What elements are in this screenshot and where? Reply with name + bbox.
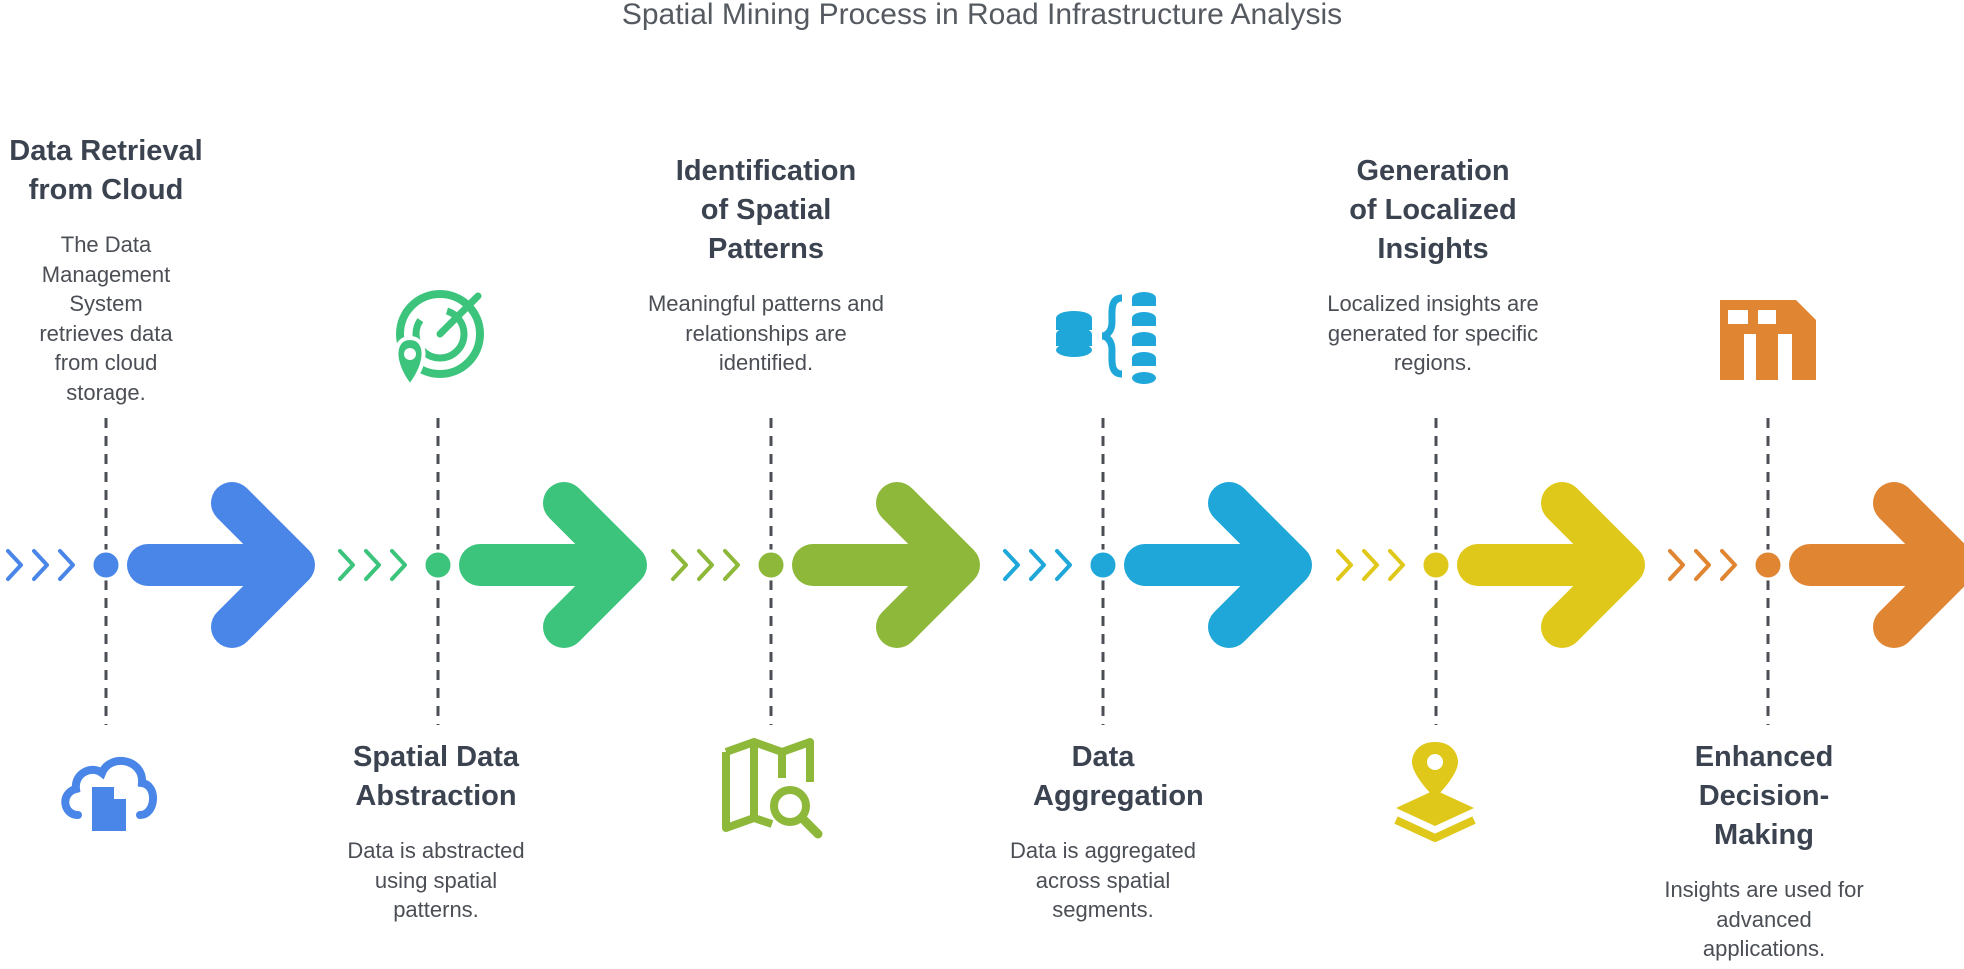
step-5: Generation of Localized Insights Localiz… bbox=[1313, 152, 1553, 378]
chevron-icon bbox=[671, 549, 688, 581]
step-2-title: Spatial Data Abstraction bbox=[353, 741, 519, 812]
timeline-dot bbox=[1420, 549, 1452, 581]
step-3: Identification of Spatial Patterns Meani… bbox=[646, 152, 886, 378]
timeline-dot bbox=[755, 549, 787, 581]
stage-0-flow bbox=[6, 418, 319, 725]
step-4-title: Data Aggregation bbox=[1033, 741, 1204, 812]
chevron-icon bbox=[6, 549, 23, 581]
chevron-icon bbox=[1388, 549, 1405, 581]
chevron-icon bbox=[1668, 549, 1685, 581]
stage-2-flow bbox=[671, 418, 984, 725]
step-3-description: Meaningful patterns and relationships ar… bbox=[647, 291, 885, 375]
stage-1-flow bbox=[338, 418, 651, 725]
arrow-icon bbox=[1124, 482, 1312, 648]
chevron-icon bbox=[390, 549, 407, 581]
arrow-icon bbox=[1789, 482, 1964, 648]
step-6: Enhanced Decision-Making Insights are us… bbox=[1644, 738, 1884, 964]
chevron-icon bbox=[1336, 549, 1353, 581]
chevron-icon bbox=[1694, 549, 1711, 581]
chevron-icon bbox=[697, 549, 714, 581]
decision-bars-icon bbox=[1720, 300, 1816, 380]
arrow-icon bbox=[459, 482, 647, 648]
cloud-document-icon bbox=[61, 757, 157, 831]
location-radar-icon bbox=[394, 290, 484, 390]
chevron-icon bbox=[1055, 549, 1072, 581]
database-aggregation-icon bbox=[1056, 292, 1156, 384]
chevron-icon bbox=[58, 549, 75, 581]
chevron-icon bbox=[338, 549, 355, 581]
stage-4-flow bbox=[1336, 418, 1649, 725]
step-5-description: Localized insights are generated for spe… bbox=[1327, 291, 1539, 375]
step-1: Data Retrieval from Cloud The Data Manag… bbox=[0, 132, 226, 407]
step-1-description: The Data Management System retrieves dat… bbox=[39, 232, 173, 405]
chevron-icon bbox=[723, 549, 740, 581]
step-6-description: Insights are used for advanced applicati… bbox=[1664, 877, 1864, 961]
step-4: Data Aggregation Data is aggregated acro… bbox=[983, 738, 1223, 925]
chevron-icon bbox=[1029, 549, 1046, 581]
timeline-dot bbox=[1752, 549, 1784, 581]
chevron-icon bbox=[1720, 549, 1737, 581]
step-5-title: Generation of Localized Insights bbox=[1349, 155, 1517, 265]
arrow-icon bbox=[1457, 482, 1645, 648]
map-search-icon bbox=[722, 738, 823, 839]
arrow-icon bbox=[127, 482, 315, 648]
timeline-dot bbox=[422, 549, 454, 581]
step-4-description: Data is aggregated across spatial segmen… bbox=[1010, 838, 1196, 922]
step-2-description: Data is abstracted using spatial pattern… bbox=[347, 838, 525, 922]
chevron-icon bbox=[32, 549, 49, 581]
chevron-icon bbox=[364, 549, 381, 581]
step-3-title: Identification of Spatial Patterns bbox=[675, 155, 857, 265]
stage-5-flow bbox=[1668, 418, 1964, 725]
chevron-icon bbox=[1362, 549, 1379, 581]
diagram-title: Spatial Mining Process in Road Infrastru… bbox=[621, 0, 1343, 31]
timeline-dot bbox=[90, 549, 122, 581]
timeline-dot bbox=[1087, 549, 1119, 581]
chevron-icon bbox=[1003, 549, 1020, 581]
step-2: Spatial Data Abstraction Data is abstrac… bbox=[316, 738, 556, 925]
location-layers-icon bbox=[1394, 742, 1476, 842]
arrow-icon bbox=[792, 482, 980, 648]
step-6-title: Enhanced Decision-Making bbox=[1694, 741, 1834, 851]
step-1-title: Data Retrieval from Cloud bbox=[9, 135, 203, 206]
stage-3-flow bbox=[1003, 418, 1316, 725]
